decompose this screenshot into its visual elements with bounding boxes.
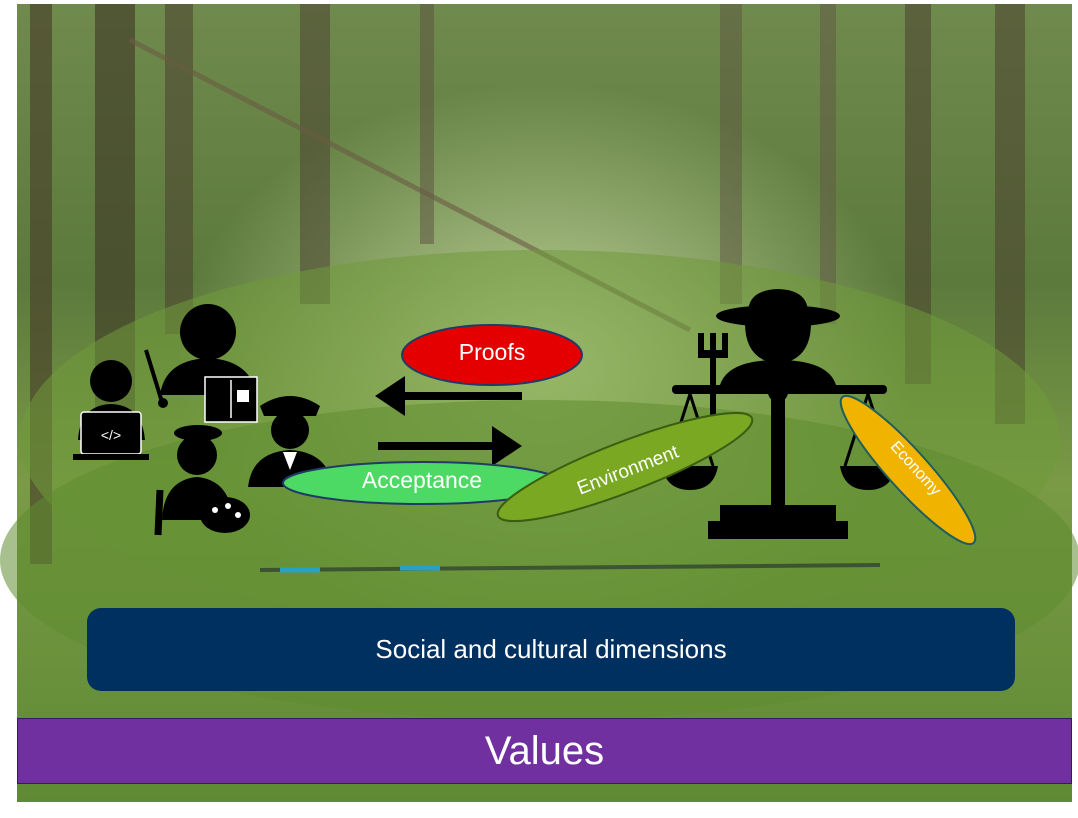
proofs-arrow xyxy=(375,376,522,416)
proofs-label: Proofs xyxy=(458,339,526,365)
acceptance-arrow xyxy=(378,426,522,466)
farmer-icon xyxy=(698,289,840,440)
social-cultural-dimensions-label: Social and cultural dimensions xyxy=(375,634,727,664)
proofs-oval xyxy=(401,324,583,386)
programmer-icon: </> xyxy=(73,360,149,460)
values-bar: Values xyxy=(17,718,1072,784)
acceptance-label: Acceptance xyxy=(361,467,483,493)
economy-oval xyxy=(839,394,977,546)
social-cultural-dimensions-box: Social and cultural dimensions xyxy=(87,608,1015,691)
svg-text:</>: </> xyxy=(101,427,121,443)
teacher-icon xyxy=(144,304,258,423)
environment-oval xyxy=(496,411,754,523)
values-label: Values xyxy=(484,728,605,773)
artist-icon xyxy=(154,425,250,536)
